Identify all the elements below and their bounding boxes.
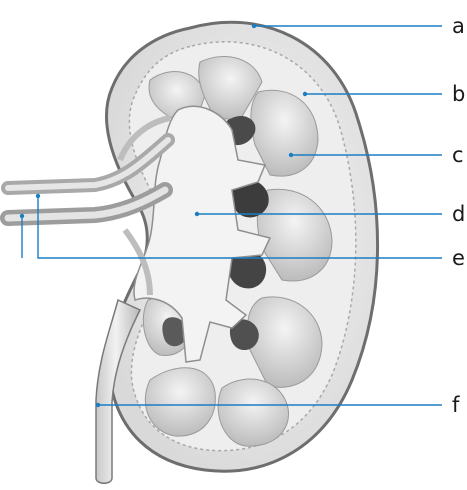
label-b: b xyxy=(452,82,465,106)
label-f: f xyxy=(452,393,460,417)
label-c: c xyxy=(452,143,464,167)
label-d: d xyxy=(452,202,465,226)
label-a: a xyxy=(452,14,465,38)
pyramid-bottom-right xyxy=(218,379,288,446)
pyramid-bottom xyxy=(145,368,215,436)
label-e: e xyxy=(452,246,465,270)
